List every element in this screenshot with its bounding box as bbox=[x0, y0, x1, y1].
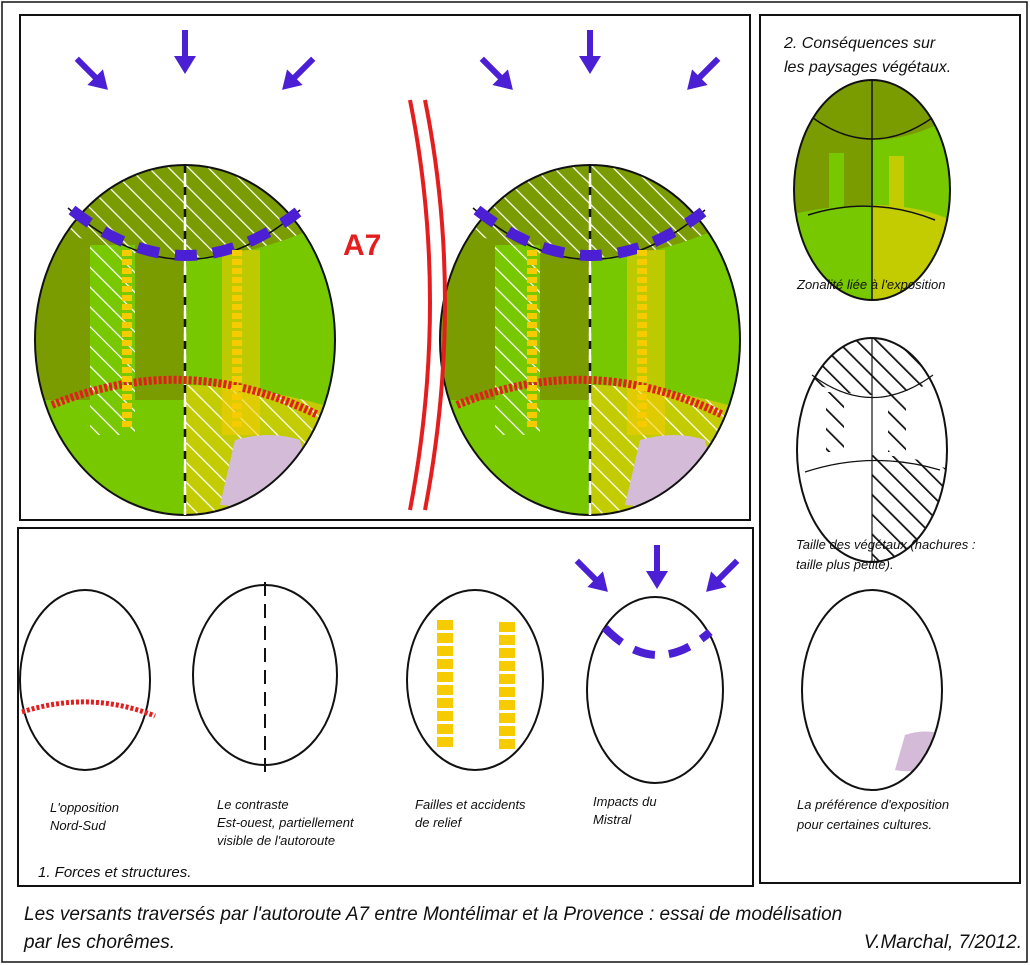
caption-zonality: Zonalité liée à l'exposition bbox=[796, 277, 945, 292]
east-west-contrast bbox=[192, 582, 338, 775]
vegetation-size-model bbox=[796, 337, 948, 563]
figure-caption-line2: par les chorêmes. bbox=[23, 932, 175, 953]
choreme-model-south bbox=[435, 160, 745, 520]
mistral-arrows-right bbox=[474, 30, 726, 98]
faults-relief bbox=[406, 589, 544, 771]
main-model-panel: A7 bbox=[19, 14, 751, 520]
zonality-model bbox=[793, 79, 951, 301]
north-south-opposition bbox=[19, 589, 156, 771]
choreme-model-north bbox=[30, 160, 340, 520]
figure-credit: V.Marchal, 7/2012. bbox=[864, 932, 1022, 953]
a7-road: A7 bbox=[343, 99, 447, 511]
figure-caption-line1: Les versants traversés par l'autoroute A… bbox=[24, 904, 842, 925]
panel1-title: 1. Forces et structures. bbox=[38, 864, 191, 881]
mistral-impacts bbox=[569, 545, 745, 784]
caption-vegetation-size: Taille des végétaux (hachures :taille pl… bbox=[796, 537, 976, 572]
road-label: A7 bbox=[343, 229, 381, 262]
crop-exposure-model bbox=[801, 589, 943, 791]
mistral-arrows-left bbox=[69, 30, 321, 98]
